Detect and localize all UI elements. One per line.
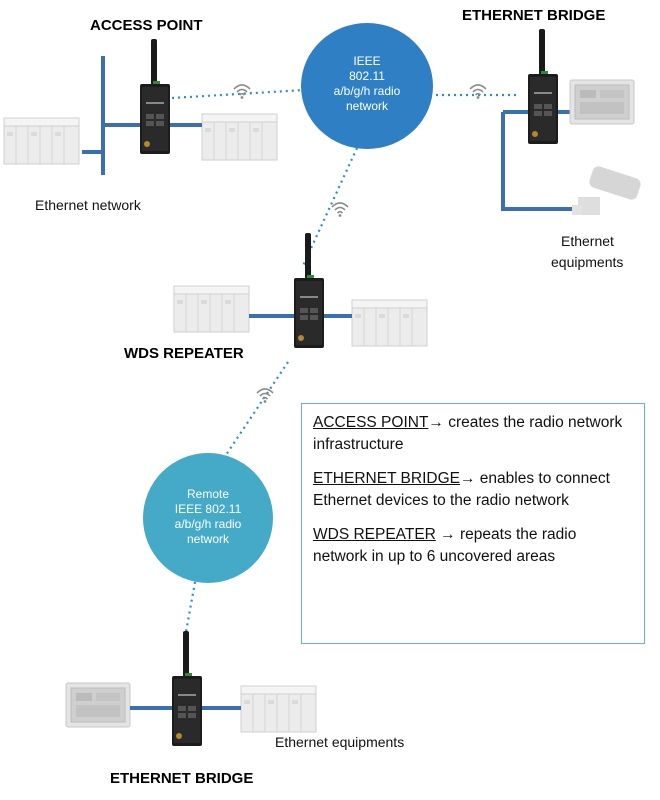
wifi-icon [233, 84, 251, 100]
legend-arrow: → [428, 414, 444, 431]
link-network-repeater [301, 147, 358, 269]
legend-item-access-point: ACCESS POINT→ creates the radio network … [313, 412, 634, 456]
main-network-line-1: IEEE [353, 54, 381, 68]
remote-network-line-3: a/b/g/h radio [174, 517, 242, 531]
ethernet-bridge-device [528, 29, 558, 144]
plc-equipment [173, 285, 250, 333]
wifi-icon [256, 388, 274, 404]
plc-equipment [240, 685, 317, 733]
hmi-panel [569, 79, 635, 125]
legend-description: enables to connect Ethernet devices to t… [313, 470, 610, 509]
caption-ethernet-equipments-right-line2: equipments [551, 254, 624, 270]
title-ethernet-bridge-bottom: ETHERNET BRIDGE [110, 770, 254, 787]
main-network-line-2: 802.11 [349, 69, 385, 83]
title-ethernet-bridge-top: ETHERNET BRIDGE [462, 7, 606, 24]
main-network-line-3: a/b/g/h radio [333, 84, 401, 98]
legend-arrow: → [460, 470, 476, 487]
legend-box: ACCESS POINT→ creates the radio network … [301, 403, 645, 644]
main-network-circle [301, 23, 433, 149]
access-point-group [3, 39, 278, 175]
plc-equipment [201, 113, 278, 161]
legend-term: ACCESS POINT [313, 414, 429, 431]
plc-equipment [3, 117, 80, 165]
radio-links [171, 88, 520, 633]
link-ap-network [171, 88, 305, 100]
legend-item-ethernet-bridge: ETHERNET BRIDGE→ enables to connect Ethe… [313, 468, 634, 512]
hmi-panel [65, 682, 131, 728]
link-remote-bridge [184, 581, 197, 633]
remote-network-line-4: network [186, 532, 230, 546]
remote-network-line-2: IEEE 802.11 [174, 502, 242, 516]
wifi-icon [469, 84, 487, 100]
wds-repeater-device [294, 233, 324, 348]
remote-network-label: Remote IEEE 802.11 a/b/g/h radio network [153, 487, 263, 547]
ethernet-bridge-device [172, 631, 202, 746]
access-point-device [140, 39, 170, 154]
main-network-line-4: network [345, 99, 389, 113]
legend-term: WDS REPEATER [313, 526, 436, 543]
legend-arrow: → [435, 526, 456, 543]
ethernet-bridge-top-group [501, 29, 641, 215]
remote-network-line-1: Remote [186, 487, 230, 501]
ethernet-bridge-bottom-group [65, 631, 317, 746]
legend-description: creates the radio network infrastructure [313, 414, 623, 453]
remote-network-circle [143, 453, 273, 583]
title-access-point: ACCESS POINT [90, 17, 203, 34]
title-wds-repeater: WDS REPEATER [124, 345, 244, 362]
wds-repeater-group [173, 233, 428, 348]
caption-ethernet-equipments-bottom: Ethernet equipments [275, 734, 405, 750]
caption-ethernet-network: Ethernet network [35, 197, 141, 213]
legend-term: ETHERNET BRIDGE [313, 470, 460, 487]
legend-description: repeats the radio network in up to 6 unc… [313, 526, 577, 565]
wifi-icon [331, 202, 349, 218]
link-repeater-remote [225, 361, 289, 456]
caption-ethernet-equipments-right-line1: Ethernet [561, 233, 614, 249]
legend-item-wds-repeater: WDS REPEATER → repeats the radio network… [313, 524, 634, 568]
main-network-label: IEEE 802.11 a/b/g/h radio network [317, 54, 417, 114]
plc-equipment [351, 299, 428, 347]
camera-icon [572, 166, 641, 215]
